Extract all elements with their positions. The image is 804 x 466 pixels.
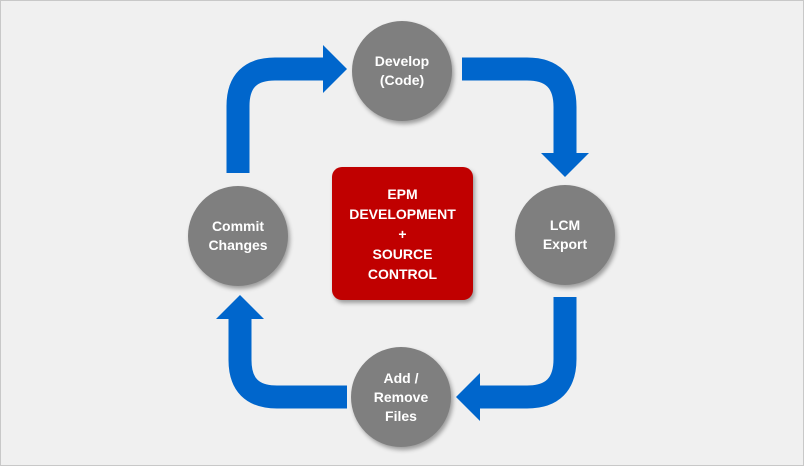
node-label-line: LCM: [549, 217, 581, 233]
node-label-line: Export: [542, 236, 588, 252]
center-label-line: +: [398, 225, 407, 242]
node-label-line: Files: [385, 407, 417, 424]
add-remove-files-node: Add / Remove Files: [351, 347, 451, 447]
node-label-line: (Code): [379, 72, 425, 88]
arrow-commit-to-develop: [226, 45, 347, 173]
arrow-develop-to-export: [462, 57, 589, 177]
center-label-line: DEVELOPMENT: [349, 205, 456, 222]
node-label-line: Add /: [383, 369, 419, 386]
node-label-line: Commit: [211, 218, 265, 234]
develop-code-node: Develop (Code): [352, 21, 452, 121]
center-label-line: CONTROL: [367, 265, 438, 282]
node-label-line: Remove: [373, 388, 429, 405]
center-label-line: SOURCE: [372, 245, 433, 262]
node-label-line: Changes: [208, 237, 268, 253]
center-label-line: EPM: [387, 185, 418, 202]
arrow-files-to-commit: [216, 295, 347, 409]
node-label-line: Develop: [374, 53, 430, 69]
lcm-export-node: LCM Export: [515, 185, 615, 285]
center-title-box: EPM DEVELOPMENT + SOURCE CONTROL: [332, 167, 473, 300]
arrow-export-to-files: [456, 297, 577, 421]
commit-changes-node: Commit Changes: [188, 186, 288, 286]
